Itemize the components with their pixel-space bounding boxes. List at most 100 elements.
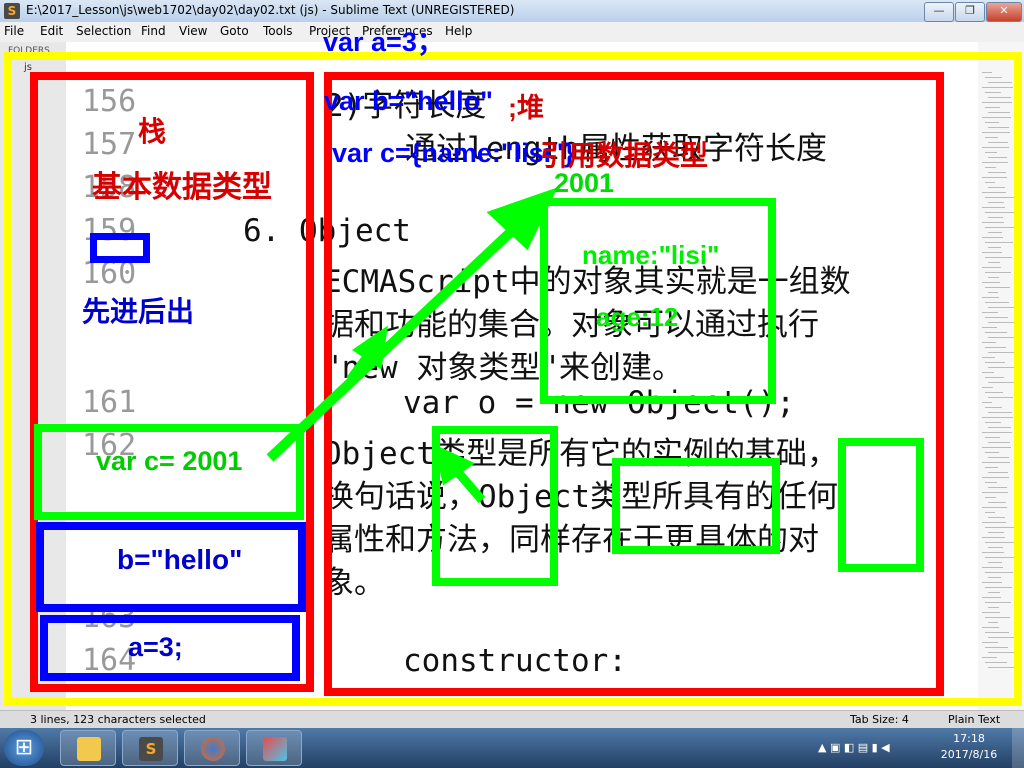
menu-selection[interactable]: Selection [76, 24, 132, 38]
minimap-line [988, 277, 999, 278]
minimap-line [982, 222, 1004, 223]
minimap-line [985, 467, 998, 468]
menu-tools[interactable]: Tools [263, 24, 293, 38]
minimap-line [988, 547, 1003, 548]
minimap-line [982, 537, 1005, 538]
ref-types-label: 引用数据类型 [540, 140, 709, 171]
minimap-line [985, 347, 1006, 348]
heap-box [324, 72, 944, 696]
taskbar-folder[interactable] [60, 730, 116, 766]
menu-bar [0, 22, 1024, 42]
menu-help[interactable]: Help [445, 24, 473, 38]
minimap-line [985, 572, 1013, 573]
menu-edit[interactable]: Edit [40, 24, 64, 38]
highlight-char-box [838, 438, 924, 572]
minimap-line [988, 262, 1000, 263]
arrow-reference [266, 187, 558, 462]
minimap-line [985, 257, 1012, 258]
minimap-line [988, 352, 1016, 353]
minimap-line [988, 367, 1015, 368]
clock-date[interactable]: 2017/8/16 [940, 748, 998, 761]
highlight-type2-box [612, 458, 780, 554]
line-number-gutter [66, 42, 306, 710]
taskbar-sublime[interactable]: S [122, 730, 178, 766]
menu-preferences[interactable]: Preferences [362, 24, 433, 38]
minimap-line [982, 402, 992, 403]
minimap-line [985, 227, 1014, 228]
minimap-line [988, 562, 1002, 563]
minimap-line [988, 172, 1006, 173]
minimap-line [982, 252, 1002, 253]
editor-area[interactable] [300, 42, 980, 710]
tray-icons[interactable]: ▲ ▣ ◧ ▤ ▮ ◀ [818, 741, 890, 754]
minimap-line [982, 237, 1003, 238]
line-number: 161 [82, 385, 137, 420]
minimap-line [985, 422, 1001, 423]
outer-highlight-box [4, 52, 1022, 706]
dash-label: 一 [97, 235, 126, 266]
minimap-line [988, 457, 1009, 458]
minimap-line [988, 517, 1005, 518]
minimap-line [982, 162, 1008, 163]
minimap-line [988, 427, 1011, 428]
minimap-line [988, 397, 1013, 398]
show-desktop-button[interactable] [1012, 728, 1024, 768]
minimap-line [988, 217, 1003, 218]
code-line: constructor: [403, 643, 627, 679]
minimap-line [988, 337, 1017, 338]
minimap-line [982, 432, 1012, 433]
minimap-line [985, 242, 1013, 243]
taskbar-firefox[interactable] [184, 730, 240, 766]
minimap-line [988, 112, 1010, 113]
minimap-line [988, 142, 1008, 143]
line-number: 156 [82, 84, 137, 119]
code-line: 通过length属性获取字符长度 [405, 131, 827, 167]
minimap-line [988, 472, 1008, 473]
minimize-button[interactable]: — [924, 2, 954, 22]
obj-age-label: age:12 [596, 302, 679, 332]
taskbar-paint[interactable] [246, 730, 302, 766]
line-number: 158 [82, 170, 137, 205]
menu-view[interactable]: View [179, 24, 208, 38]
primitive-types-label: 基本数据类型 [92, 171, 272, 204]
minimap-line [982, 462, 1010, 463]
minimap-line [982, 72, 992, 73]
close-button[interactable]: ✕ [986, 2, 1022, 22]
minimap-line [982, 327, 997, 328]
minimap-line [982, 147, 1009, 148]
minimap-line [985, 482, 997, 483]
menu-find[interactable]: Find [141, 24, 166, 38]
minimap-line [985, 107, 1000, 108]
minimap-line [982, 522, 1006, 523]
minimap-line [985, 617, 1010, 618]
minimap-line [982, 582, 1002, 583]
stack-a-box [40, 615, 300, 681]
code-line: ECMAScript中的对象其实就是一组数 [323, 264, 851, 300]
minimap-line [988, 157, 1007, 158]
code-line: Object类型是所有它的实例的基础， [323, 436, 838, 472]
tab-size-status[interactable]: Tab Size: 4 [850, 713, 909, 726]
clock-time[interactable]: 17:18 [953, 732, 985, 745]
minimap-line [982, 87, 1013, 88]
minimap-line [982, 507, 1007, 508]
minimap-line [982, 117, 1011, 118]
folder-root[interactable]: js [24, 62, 32, 73]
menu-file[interactable]: File [4, 24, 25, 38]
start-button[interactable]: ⊞ [4, 730, 44, 766]
minimap-line [988, 637, 1019, 638]
syntax-status[interactable]: Plain Text [948, 713, 1001, 726]
sublime-icon: S [139, 737, 163, 761]
minimap-line [982, 627, 999, 628]
minimap-line [985, 137, 998, 138]
minimap-line [982, 417, 1013, 418]
menu-project[interactable]: Project [309, 24, 351, 38]
minimap-line [985, 77, 1002, 78]
maximize-button[interactable]: ❐ [955, 2, 985, 22]
minimap-line [985, 182, 995, 183]
code-line: 换句话说，Object类型所具有的任何 [323, 479, 838, 515]
minimap-line [988, 322, 1018, 323]
minimap-line [982, 192, 1006, 193]
minimap-line [985, 662, 1007, 663]
menu-goto[interactable]: Goto [220, 24, 249, 38]
